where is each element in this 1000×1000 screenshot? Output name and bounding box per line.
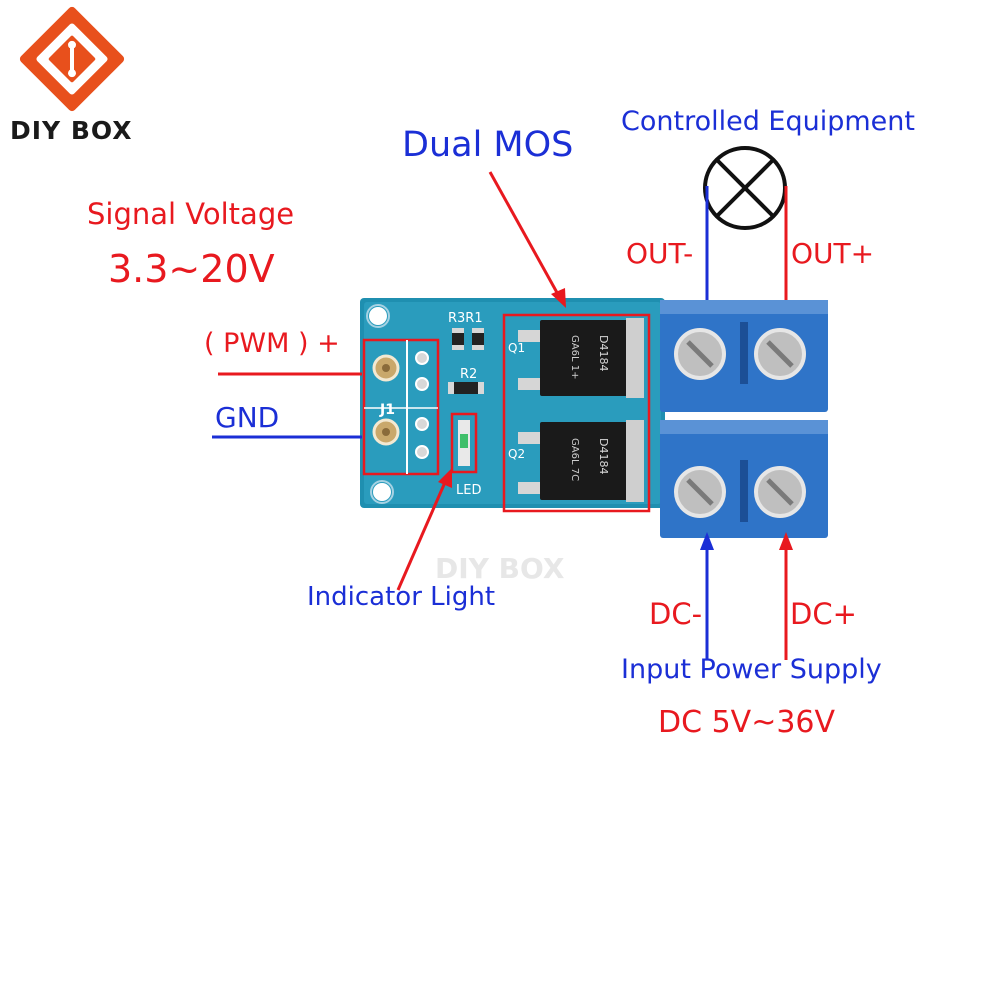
signal-range-label: 3.3~20V: [108, 247, 275, 291]
input-range-label: DC 5V~36V: [658, 705, 836, 740]
led-silkscreen: LED: [456, 483, 481, 498]
svg-text:GA6L 1+: GA6L 1+: [569, 335, 580, 379]
watermark-text: DIY BOX: [435, 552, 565, 585]
q1-silkscreen: Q1: [508, 341, 525, 355]
r2-silkscreen: R2: [460, 367, 477, 382]
r3r1-silkscreen: R3R1: [448, 311, 483, 326]
svg-text:D4184: D4184: [597, 438, 610, 474]
dc-minus-label: DC-: [649, 597, 703, 631]
j1-silkscreen: J1: [379, 402, 395, 418]
mounting-hole: [373, 483, 391, 501]
wires: [212, 186, 793, 660]
j1-header: J1: [362, 338, 440, 476]
dc-plus-label: DC+: [790, 597, 857, 631]
input-terminal-block: [660, 420, 828, 538]
pwm-label: ( PWM ) +: [204, 328, 340, 359]
annotation-arrows: [396, 171, 566, 591]
brand-name: DIY BOX: [10, 116, 133, 145]
diy-box-logo-icon: [19, 6, 125, 112]
svg-text:GA6L 7C: GA6L 7C: [569, 438, 580, 481]
out-plus-label: OUT+: [791, 237, 875, 270]
out-minus-label: OUT-: [626, 237, 694, 270]
gnd-label: GND: [215, 401, 280, 434]
mounting-hole: [369, 307, 387, 325]
indicator-light-label: Indicator Light: [307, 582, 496, 612]
indicator-led: LED: [450, 412, 481, 498]
input-power-supply-label: Input Power Supply: [621, 654, 882, 685]
signal-voltage-label: Signal Voltage: [87, 197, 295, 231]
dual-mos: Q1 Q2 D4184 GA6L 1+ D4184 GA6L 7C: [502, 313, 651, 513]
resistors: R3R1 R2: [448, 311, 484, 394]
dual-mos-label: Dual MOS: [402, 125, 574, 165]
output-terminal-block: [660, 300, 828, 412]
svg-text:D4184: D4184: [597, 335, 610, 371]
q2-silkscreen: Q2: [508, 447, 525, 461]
lamp-icon: [703, 146, 787, 230]
controlled-equipment-label: Controlled Equipment: [621, 106, 915, 137]
